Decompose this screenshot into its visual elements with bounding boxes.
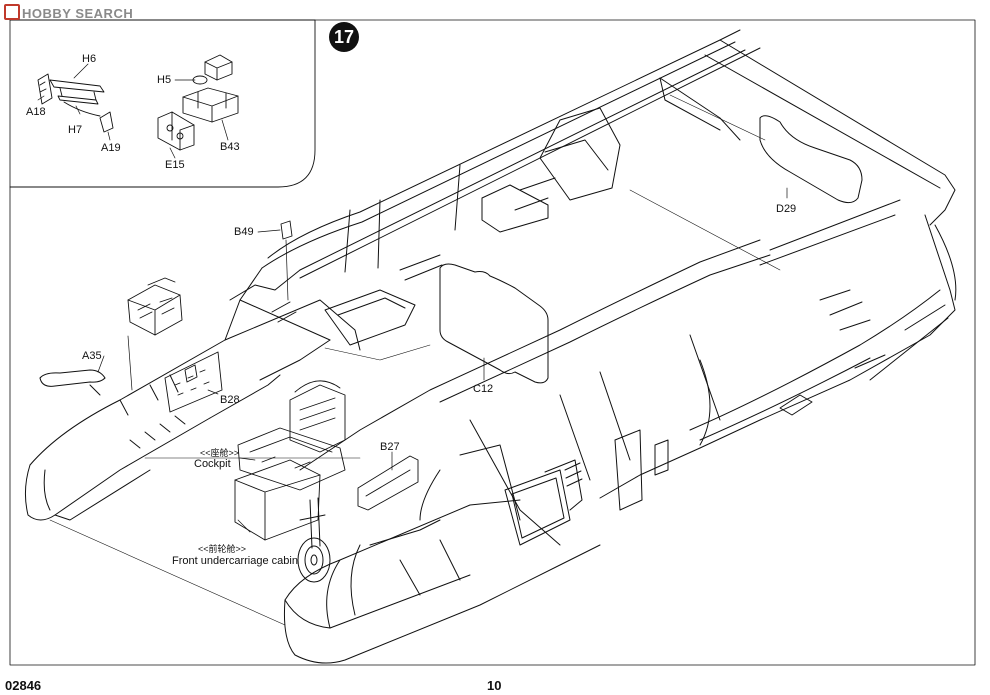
label-d29: D29	[776, 203, 797, 215]
gunsight-part	[127, 277, 183, 336]
label-b43: B43	[220, 141, 240, 153]
nose-section	[24, 254, 443, 521]
part-c12-panel	[439, 263, 549, 384]
part-b49	[280, 220, 293, 240]
inset-box	[9, 19, 316, 188]
label-h6: H6	[82, 53, 97, 65]
guide-lines	[49, 94, 781, 626]
ejection-seat	[234, 380, 346, 541]
callout-cockpit-cn: <<座舱>>	[200, 448, 240, 458]
label-c12: C12	[473, 383, 494, 395]
step-number-badge: 17	[329, 22, 359, 52]
inset-part-h6-h7-assembly	[37, 73, 114, 133]
inset-part-seat-block	[157, 54, 239, 151]
label-b49: B49	[234, 226, 254, 238]
part-b27-panel	[357, 455, 419, 511]
label-a35: A35	[82, 350, 102, 362]
callout-front-cabin-cn: <<前轮舱>>	[198, 544, 247, 554]
part-d29-panel	[759, 115, 863, 204]
callout-front-cabin: Front undercarriage cabin	[172, 555, 298, 567]
label-h7: H7	[68, 124, 83, 136]
main-fuselage-right	[599, 39, 957, 499]
label-e15: E15	[165, 159, 185, 171]
label-a19: A19	[101, 142, 121, 154]
part-b28-panel	[164, 351, 223, 413]
front-landing-gear	[297, 497, 331, 583]
label-a18: A18	[26, 106, 46, 118]
part-a35-probe	[39, 369, 106, 396]
watermark-text: HOBBY SEARCH	[22, 6, 134, 21]
label-b28: B28	[220, 394, 240, 406]
label-b27: B27	[380, 441, 400, 453]
callout-cockpit: Cockpit	[194, 458, 231, 470]
leader-lines	[37, 63, 788, 533]
fuselage-spine	[239, 29, 761, 301]
lower-fuselage	[284, 239, 771, 664]
label-h5: H5	[157, 74, 172, 86]
product-code: 02846	[5, 678, 42, 693]
page-number: 10	[487, 678, 502, 693]
watermark-logo-icon	[4, 4, 20, 20]
watermark: HOBBY SEARCH	[4, 4, 133, 21]
page-frame	[9, 19, 976, 666]
